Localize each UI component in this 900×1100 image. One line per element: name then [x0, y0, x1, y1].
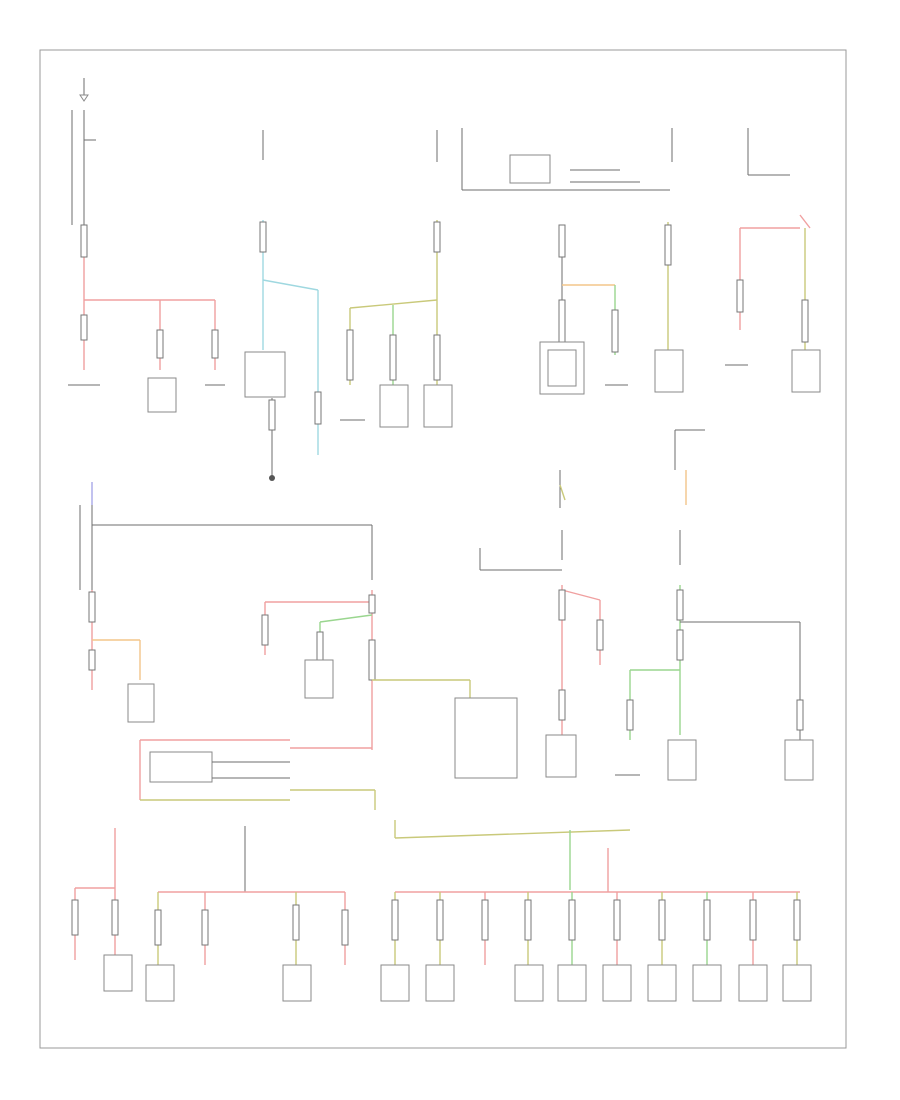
top-center-right — [461, 128, 670, 395]
cyan-branch — [244, 130, 322, 481]
yellow-green-branch — [340, 130, 453, 428]
middle-left-feed — [79, 482, 373, 723]
lower-drops — [71, 892, 812, 1002]
middle-center — [139, 590, 518, 810]
top-right — [654, 128, 821, 393]
top-left-feed — [68, 78, 225, 413]
diagram-frame — [39, 49, 847, 1049]
middle-right — [479, 429, 814, 781]
